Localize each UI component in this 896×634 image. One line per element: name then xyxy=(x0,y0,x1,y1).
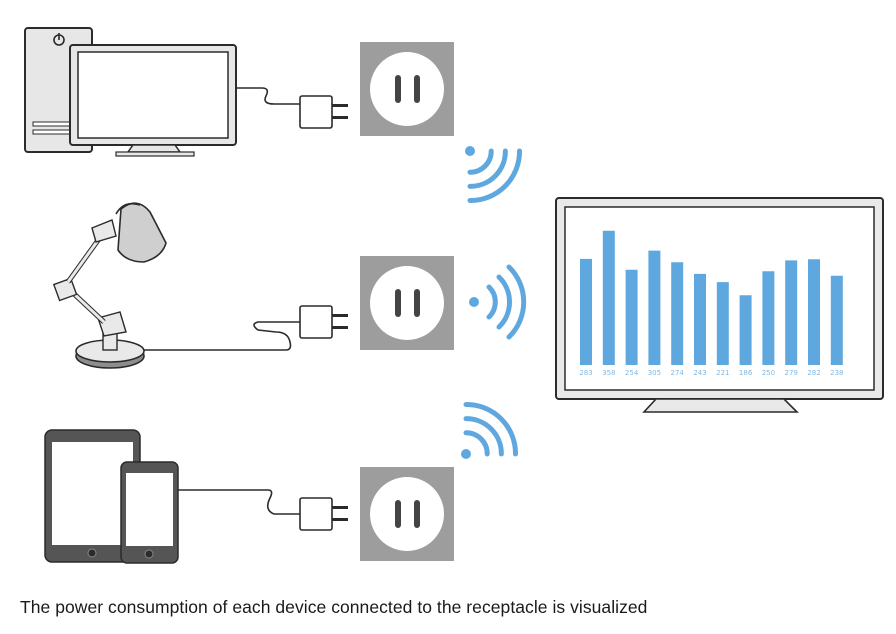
chart-bar-label: 358 xyxy=(602,369,615,377)
chart-bar-label: 283 xyxy=(579,369,592,377)
chart-bar xyxy=(716,282,729,365)
power-outlet-icon xyxy=(360,467,454,561)
chart-bar xyxy=(625,269,638,365)
power-outlet-icon xyxy=(360,42,454,136)
power-plug-icon xyxy=(299,305,349,339)
desktop-computer-icon xyxy=(24,27,237,157)
desk-lamp-icon xyxy=(52,202,167,369)
wifi-signal-icon xyxy=(465,146,522,203)
chart-bar-label: 305 xyxy=(648,369,661,377)
chart-bar xyxy=(580,258,592,365)
wifi-signal-icon xyxy=(461,402,518,459)
caption: The power consumption of each device con… xyxy=(20,597,648,617)
chart-bar xyxy=(830,275,843,365)
chart-bar-label: 279 xyxy=(785,369,798,377)
chart-bar-label: 186 xyxy=(739,369,753,377)
power-plug-icon xyxy=(299,95,349,129)
chart-bar-label: 238 xyxy=(830,369,843,377)
cable-tablet xyxy=(178,489,300,515)
chart-bar xyxy=(762,271,775,365)
chart-bar-label: 282 xyxy=(807,369,820,377)
wifi-signal-icon xyxy=(469,264,527,340)
chart-bar xyxy=(602,230,615,365)
chart-bar xyxy=(808,259,820,365)
chart-bar xyxy=(739,295,752,365)
chart-bar-label: 221 xyxy=(716,369,729,377)
power-outlet-icon xyxy=(360,256,454,350)
chart-bar-label: 274 xyxy=(671,369,685,377)
chart-bar xyxy=(694,273,706,365)
power-plug-icon xyxy=(299,497,349,531)
chart-bar-label: 243 xyxy=(693,369,706,377)
chart-bar-label: 254 xyxy=(625,369,639,377)
chart-bar xyxy=(671,262,684,365)
chart-bar xyxy=(648,250,661,365)
tablet-and-phone-icon xyxy=(44,429,179,564)
power-consumption-chart: 283 358 254 305 274 243 221 186 250 279 282 238 xyxy=(579,230,843,377)
chart-bar xyxy=(785,260,798,365)
cable-desktop xyxy=(236,87,300,105)
chart-bar-label: 250 xyxy=(762,369,775,377)
cable-lamp xyxy=(144,321,300,351)
